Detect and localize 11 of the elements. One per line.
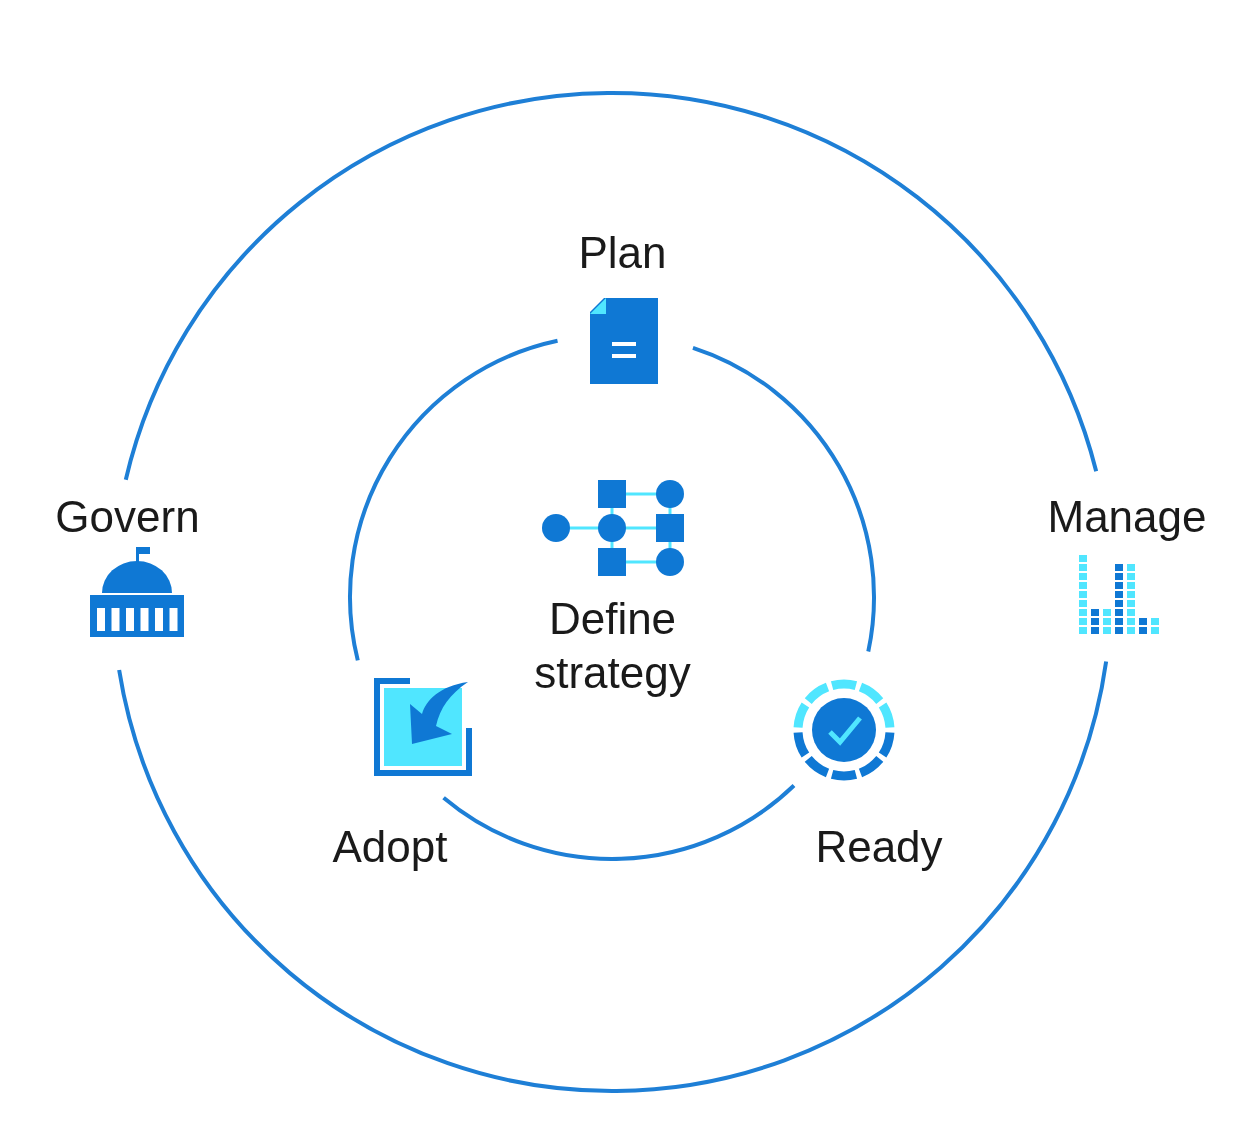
node-label: Plan (577, 227, 668, 279)
circle-arc (117, 661, 1109, 1093)
node-label: Ready (814, 821, 944, 873)
node-label: Govern (54, 491, 201, 543)
circle-arc (442, 783, 796, 861)
node-label: Adopt (331, 821, 449, 873)
circle-arc (348, 338, 559, 661)
circle-arc (123, 91, 1099, 481)
node-label: Define strategy (533, 593, 692, 699)
node-label: Manage (1046, 491, 1208, 543)
circle-arc (692, 345, 876, 652)
